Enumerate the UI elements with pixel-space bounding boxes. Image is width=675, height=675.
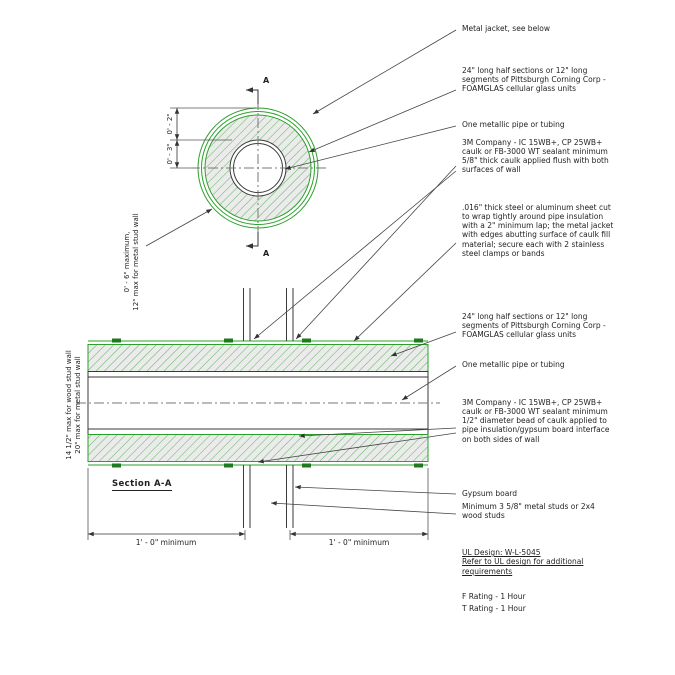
plan-view bbox=[190, 87, 326, 249]
leader-caulk-bead-b bbox=[257, 432, 457, 464]
section-left-note-line1: 14 1/2" max for wood stud wall bbox=[65, 350, 73, 460]
callout-caulk-flush: 3M Company - IC 15WB+, CP 25WB+ caulk or… bbox=[462, 138, 609, 175]
section-cut-flag-top bbox=[246, 87, 259, 104]
callout-foamglas-plan: 24" long half sections or 12" long segme… bbox=[462, 66, 606, 94]
leader-pipe-section bbox=[401, 365, 457, 401]
plan-left-note-line2: 12" max for metal stud wall bbox=[132, 213, 140, 311]
callout-gypsum-board: Gypsum board bbox=[462, 489, 518, 498]
callout-caulk-bead: 3M Company - IC 15WB+, CP 25WB+ caulk or… bbox=[462, 398, 610, 444]
leader-foamglas-plan bbox=[308, 89, 457, 153]
callout-foamglas-section: 24" long half sections or 12" long segme… bbox=[462, 312, 606, 340]
t-rating: T Rating - 1 Hour bbox=[462, 604, 526, 613]
leader-caulk-flush-a bbox=[295, 165, 457, 340]
leader-foamglas-section bbox=[390, 331, 457, 357]
leader-lines bbox=[253, 29, 457, 515]
callout-pipe-section: One metallic pipe or tubing bbox=[462, 360, 565, 369]
metal-jacket-inner-circle bbox=[201, 111, 315, 225]
insulation-band-bottom bbox=[87, 434, 429, 462]
section-left-note-line2: 20" max for metal stud wall bbox=[74, 356, 82, 454]
leader-gypsum-board bbox=[294, 485, 457, 495]
wall-below bbox=[243, 465, 294, 528]
f-rating: F Rating - 1 Hour bbox=[462, 592, 526, 601]
plan-dim-inner-label: 0' - 3" bbox=[166, 143, 174, 165]
leader-metal-jacket bbox=[312, 29, 457, 115]
section-view bbox=[76, 288, 440, 528]
plan-dimensions bbox=[145, 107, 256, 247]
ul-design-number: UL Design: W-L-5045 bbox=[462, 548, 541, 557]
section-cut-flag-bottom bbox=[246, 232, 259, 249]
callout-metal-jacket: Metal jacket, see below bbox=[462, 24, 550, 33]
plan-left-note-line1: 0' - 6" maximum, bbox=[123, 231, 131, 293]
ul-design-note: UL Design: W-L-5045 Refer to UL design f… bbox=[462, 548, 587, 576]
insulation-band-top bbox=[87, 344, 429, 372]
section-marker-bottom: A bbox=[263, 249, 270, 258]
section-title: Section A-A bbox=[112, 479, 172, 491]
leader-studs bbox=[270, 501, 457, 515]
steel-clamps bbox=[112, 338, 423, 468]
callout-studs: Minimum 3 5/8" metal studs or 2x4 wood s… bbox=[462, 502, 595, 521]
wall-above bbox=[243, 288, 294, 341]
callout-sheet-jacket: .016" thick steel or aluminum sheet cut … bbox=[462, 203, 614, 258]
section-dimensions bbox=[87, 468, 429, 540]
dim-left-label: 1' - 0" minimum bbox=[135, 538, 197, 547]
plan-dim-outer-label: 0' - 2" bbox=[166, 113, 174, 135]
ul-design-refer: Refer to UL design for additional requir… bbox=[462, 557, 584, 576]
leader-caulk-bead-a bbox=[298, 427, 457, 438]
callout-pipe-plan: One metallic pipe or tubing bbox=[462, 120, 565, 129]
leader-sheet-jacket bbox=[353, 242, 457, 342]
leader-caulk-flush-b bbox=[253, 170, 457, 340]
plan-left-note-leader bbox=[145, 208, 213, 247]
section-marker-top: A bbox=[263, 76, 270, 85]
dim-right-label: 1' - 0" minimum bbox=[328, 538, 390, 547]
leader-pipe-plan bbox=[284, 125, 457, 170]
